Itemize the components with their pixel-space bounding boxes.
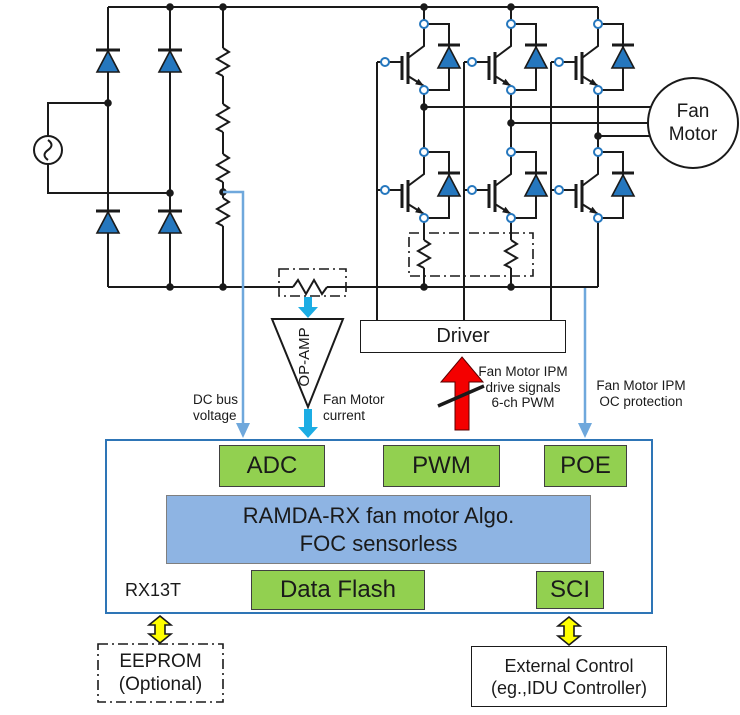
- igbt-diode-icon: [610, 173, 636, 197]
- external-control-block: External Control (eg.,IDU Controller): [471, 646, 667, 707]
- shunt-to-opamp-arrow: [298, 297, 318, 318]
- fan-motor-label-line2: Motor: [668, 124, 718, 145]
- drive-signals-note: Fan Motor IPM drive signals 6-ch PWM: [478, 364, 568, 410]
- voltage-divider: [214, 7, 231, 287]
- ipm-shunt-box: [408, 232, 534, 277]
- fan-motor-current-note: Fan Motor current: [323, 392, 385, 423]
- mcu-block: ADC PWM POE RAMDA-RX fan motor Algo. FOC…: [105, 439, 653, 614]
- igbt-leg-3: [550, 7, 636, 320]
- igbt-diode-icon: [436, 173, 462, 197]
- data-flash-block: Data Flash: [251, 570, 425, 610]
- oc-protection-note: Fan Motor IPM OC protection: [596, 378, 686, 409]
- sci-bus-arrow: [555, 615, 583, 647]
- bus-slash-icon: [437, 384, 485, 408]
- rectifier-diode-icon: [157, 210, 183, 234]
- dc-bus-voltage-note: DC bus voltage: [193, 392, 239, 423]
- fan-motor-label-line1: Fan: [676, 101, 710, 122]
- igbt-leg-2: [463, 7, 549, 320]
- rectifier-diode-icon: [95, 210, 121, 234]
- igbt-diode-icon: [523, 45, 549, 69]
- driver-block: Driver: [360, 320, 566, 353]
- ac-source: [33, 102, 170, 194]
- sine-icon: [43, 139, 53, 161]
- poe-block: POE: [544, 445, 627, 487]
- opamp-symbol: [270, 318, 345, 410]
- igbt-diode-icon: [610, 45, 636, 69]
- adc-block: ADC: [219, 445, 325, 487]
- eeprom-bus-arrow: [146, 614, 174, 645]
- dc-bus-sense-arrow: [223, 190, 250, 438]
- eeprom-block: EEPROM (Optional): [118, 651, 203, 695]
- eeprom-box-outline: [97, 643, 224, 703]
- mcu-name-label: RX13T: [125, 580, 182, 600]
- pwm-drive-arrow: [437, 356, 485, 431]
- igbt-diode-icon: [436, 45, 462, 69]
- ipm-terminals: [380, 19, 603, 223]
- sci-block: SCI: [536, 571, 604, 609]
- oc-protection-arrow: [578, 288, 592, 438]
- dc-bus-rails: [108, 6, 598, 288]
- igbt-diode-icon: [523, 173, 549, 197]
- rectifier-diode-icon: [95, 49, 121, 73]
- opamp-label: OP-AMP: [296, 327, 313, 387]
- dc-shunt-resistor: [278, 268, 347, 297]
- pwm-block: PWM: [383, 445, 500, 487]
- igbt-leg-1: [376, 7, 462, 320]
- rectifier-bridge: [95, 7, 183, 287]
- opamp-to-adc-arrow: [298, 409, 318, 438]
- fan-motor-block: Fan Motor: [647, 77, 739, 169]
- phase-lines: [424, 106, 651, 137]
- driver-label: Driver: [436, 325, 490, 347]
- algo-block: RAMDA-RX fan motor Algo. FOC sensorless: [166, 495, 591, 564]
- rectifier-diode-icon: [157, 49, 183, 73]
